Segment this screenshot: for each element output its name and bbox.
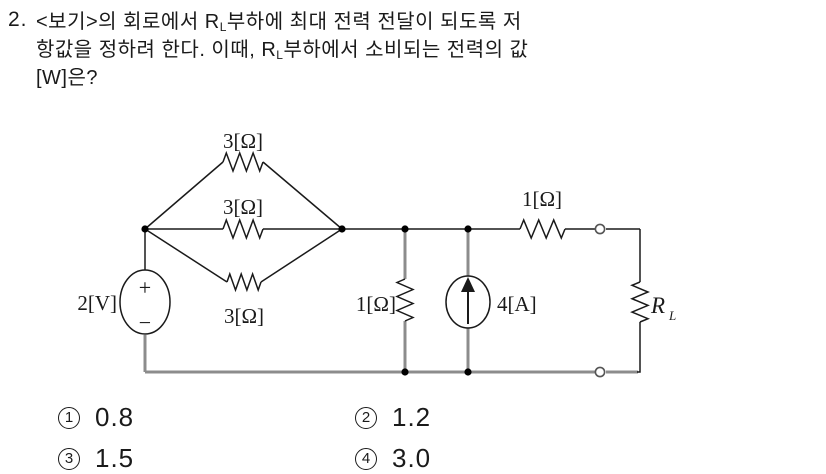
voltage-minus-sign: − — [139, 310, 151, 335]
diagonal-bottom-left — [144, 228, 228, 283]
question-number: 2. — [8, 8, 28, 31]
node-shunt-bottom — [401, 368, 409, 376]
resistor-bottom-zigzag — [226, 271, 262, 293]
open-terminals — [594, 223, 606, 378]
series-resistor-label: 1[Ω] — [522, 187, 562, 211]
load-resistor-zigzag — [630, 281, 650, 323]
choice-2: 2 1.2 — [355, 402, 431, 433]
choice-2-value: 1.2 — [392, 402, 432, 432]
choice-1-circle: 1 — [58, 406, 80, 429]
diagonal-top-left — [144, 161, 224, 230]
load-bottom-lead — [637, 322, 641, 373]
node-dots — [141, 225, 472, 376]
node-diamond-right — [338, 225, 346, 233]
choice-3-circle: 3 — [58, 447, 80, 470]
load-resistor-label-sub: L — [668, 308, 676, 323]
shunt-resistor-zigzag — [395, 278, 415, 322]
choice-3: 3 1.5 — [58, 443, 134, 474]
question-line2-pre: 항값을 정하려 한다. 이때, R — [36, 39, 277, 61]
current-source — [445, 275, 491, 329]
choice-1: 1 0.8 — [58, 402, 134, 433]
choice-4: 4 3.0 — [355, 443, 431, 474]
wire-black-group — [144, 161, 641, 373]
question-line3-text: [W]은? — [36, 67, 99, 89]
current-source-arrow-head — [461, 277, 475, 292]
wire-gray-group — [143, 229, 638, 374]
question-line-2: 항값을 정하려 한다. 이때, RL부하에서 소비되는 전력의 값 — [36, 36, 818, 64]
resistor-bottom-label: 3[Ω] — [224, 304, 264, 328]
shunt-resistor-label: 1[Ω] — [356, 292, 396, 316]
question-text: <보기>의 회로에서 RL부하에 최대 전력 전달이 되도록 저 항값을 정하려… — [36, 8, 818, 92]
choice-2-circle: 2 — [355, 406, 377, 429]
series-resistor-zigzag — [519, 218, 566, 240]
load-subscript: L — [219, 20, 227, 34]
question-line-3: [W]은? — [36, 64, 818, 92]
question-line1-post: 부하에 최대 전력 전달이 되도록 저 — [226, 11, 522, 33]
resistor-top-label: 3[Ω] — [223, 129, 263, 153]
resistor-mid-zigzag — [222, 217, 264, 241]
resistor-top-zigzag — [222, 150, 264, 174]
resistor-zigzag-group — [222, 150, 650, 323]
node-shunt-top — [401, 225, 409, 233]
choice-3-value: 1.5 — [95, 443, 135, 473]
diagonal-bottom-right — [260, 228, 343, 283]
terminal-top — [594, 223, 606, 235]
load-resistor-label: R — [650, 293, 665, 318]
terminal-bottom — [594, 366, 606, 378]
question-line1-pre: <보기>의 회로에서 R — [36, 11, 220, 33]
choice-4-circle: 4 — [355, 447, 377, 470]
diagonal-top-right — [262, 161, 343, 230]
choice-1-value: 0.8 — [95, 402, 135, 432]
voltage-source-label: 2[V] — [77, 291, 117, 315]
voltage-source: + − — [119, 269, 171, 335]
voltage-plus-sign: + — [139, 275, 151, 300]
resistor-mid-label: 3[Ω] — [223, 195, 263, 219]
current-source-label: 4[A] — [497, 292, 537, 316]
voltage-source-circle — [119, 269, 171, 335]
node-current-bottom — [464, 368, 472, 376]
question-line2-post: 부하에서 소비되는 전력의 값 — [283, 39, 529, 61]
node-left — [141, 225, 149, 233]
load-subscript-2: L — [276, 48, 284, 62]
node-current-top — [464, 225, 472, 233]
choice-4-value: 3.0 — [392, 443, 432, 473]
question-line-1: <보기>의 회로에서 RL부하에 최대 전력 전달이 되도록 저 — [36, 8, 818, 36]
